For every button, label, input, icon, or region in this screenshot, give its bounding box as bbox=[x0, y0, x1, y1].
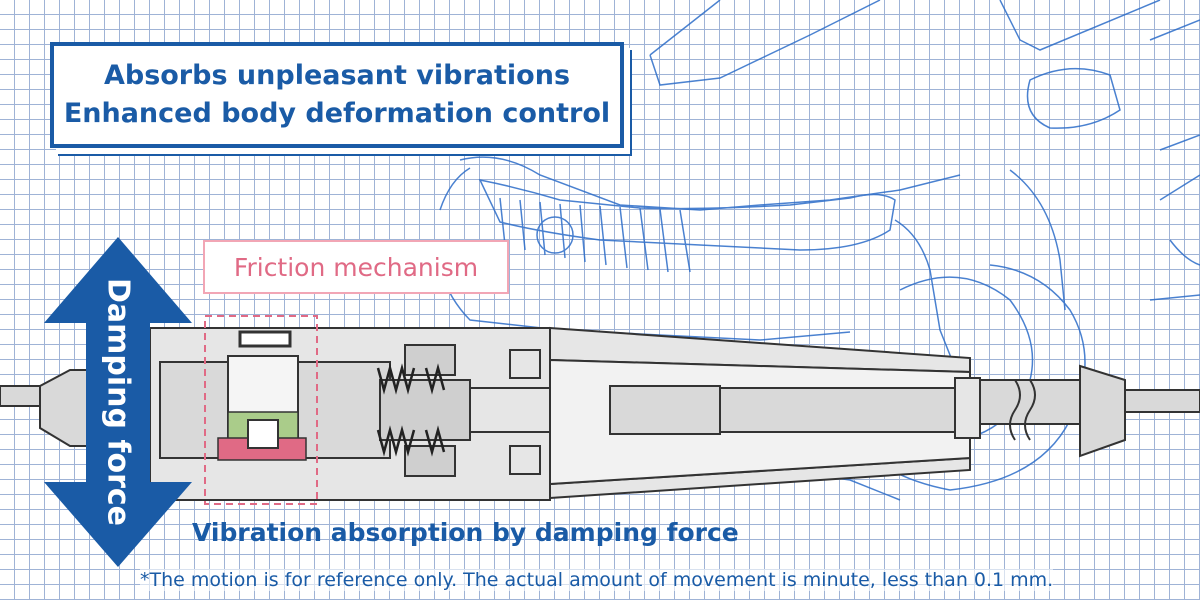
break-mark bbox=[1009, 379, 1036, 441]
headline-line-1: Absorbs unpleasant vibrations bbox=[103, 60, 571, 91]
headline-box: Absorbs unpleasant vibrations Enhanced b… bbox=[50, 42, 624, 148]
damping-force-label: Damping force bbox=[100, 277, 136, 527]
headline-line-2: Enhanced body deformation control bbox=[63, 98, 611, 129]
springs bbox=[376, 363, 446, 457]
damper-body bbox=[0, 326, 1200, 501]
vibration-caption: Vibration absorption by damping force bbox=[192, 518, 739, 547]
damping-force-arrow bbox=[44, 237, 192, 567]
friction-mechanism-label: Friction mechanism bbox=[203, 240, 509, 294]
reference-note: *The motion is for reference only. The a… bbox=[140, 569, 1054, 591]
friction-mechanism bbox=[204, 315, 318, 505]
